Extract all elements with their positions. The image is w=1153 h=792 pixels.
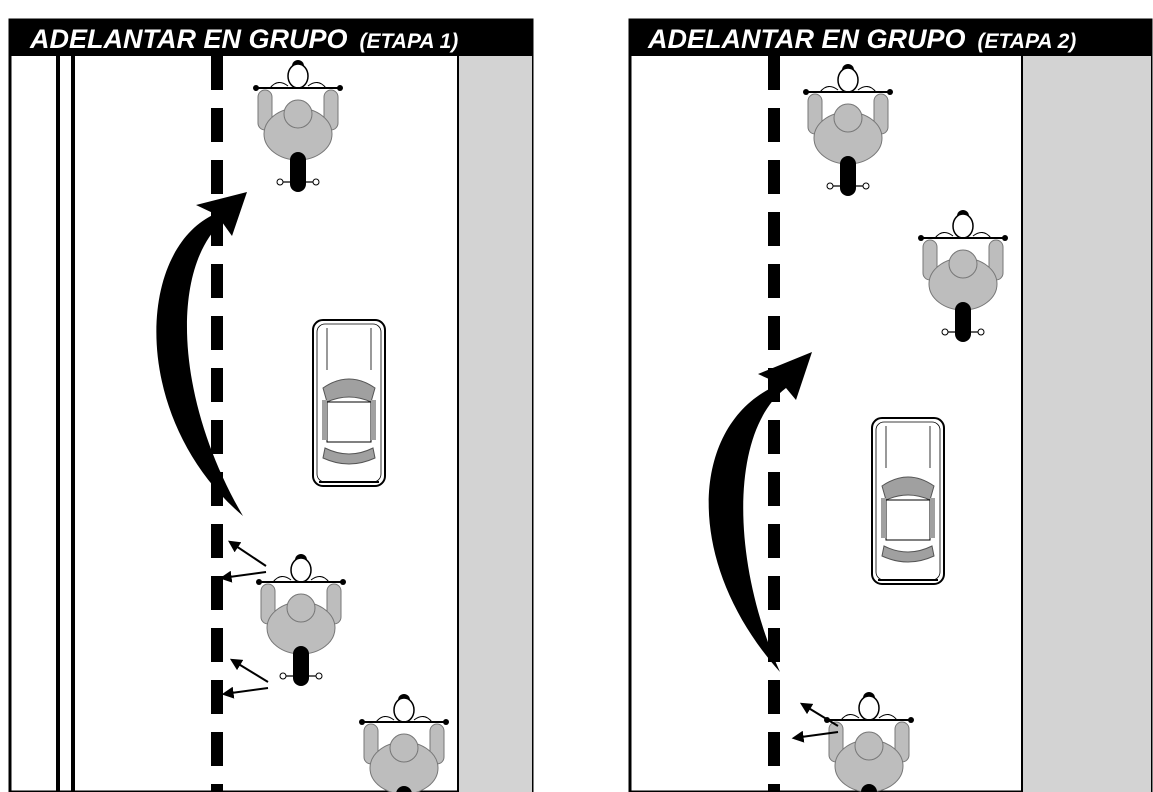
car-icon bbox=[312, 319, 386, 487]
road-shoulder bbox=[458, 56, 532, 792]
panel-header bbox=[10, 20, 532, 56]
signal-arrow-icon bbox=[219, 570, 267, 583]
svg-text:ADELANTAR EN GRUPO (ETAP: ADELANTAR EN GRUPO (ETAPA 2) bbox=[647, 24, 1076, 54]
signal-arrow-icon bbox=[228, 540, 267, 567]
signal-arrow-icon bbox=[799, 702, 839, 727]
panel-title: ADELANTAR EN GRUPO bbox=[29, 24, 348, 54]
panel-stage-2: ADELANTAR EN GRUPO (ETAPA 2) bbox=[628, 18, 1153, 792]
signal-arrow-icon bbox=[791, 730, 839, 743]
panel-stage-label: (ETAPA 2) bbox=[978, 30, 1077, 53]
curved-arrow-icon bbox=[156, 192, 247, 516]
car-icon bbox=[871, 417, 945, 585]
signal-arrow-icon bbox=[221, 686, 269, 699]
panel-stage-label: (ETAPA 1) bbox=[360, 30, 459, 53]
road-shoulder bbox=[1022, 56, 1151, 792]
panel-header bbox=[630, 20, 1151, 56]
panel-stage-1: ADELANTAR EN GRUPO (ETAPA 1) bbox=[8, 18, 534, 792]
curved-arrow-icon bbox=[708, 352, 812, 672]
signal-arrow-icon bbox=[229, 658, 269, 683]
panel-title: ADELANTAR EN GRUPO bbox=[647, 24, 966, 54]
svg-text:ADELANTAR EN GRUPO (ETAP: ADELANTAR EN GRUPO (ETAPA 1) bbox=[29, 24, 458, 54]
